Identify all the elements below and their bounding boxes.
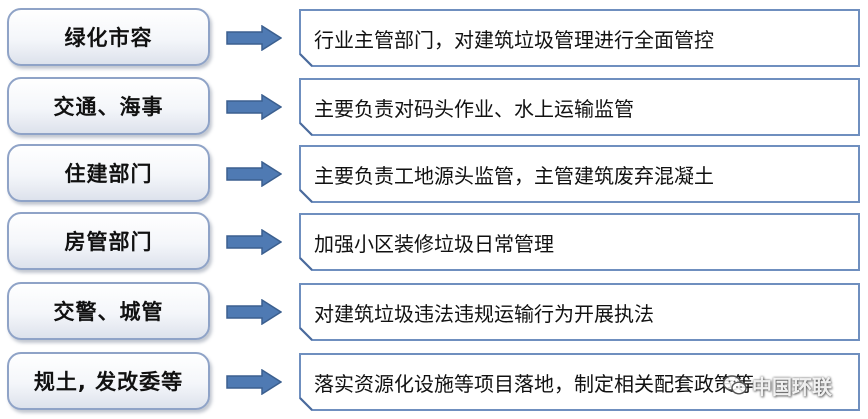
row-1: 绿化市容 行业主管部门，对建筑垃圾管理进行全面管控 <box>0 8 868 68</box>
agency-box: 房管部门 <box>7 212 210 270</box>
right-arrow-icon <box>226 94 282 120</box>
agency-label: 房管部门 <box>64 230 153 254</box>
agency-box: 交警、城管 <box>7 282 210 340</box>
responsibility-box: 对建筑垃圾违法违规运输行为开展执法 <box>298 282 861 342</box>
responsibility-label: 加强小区装修垃圾日常管理 <box>314 231 554 256</box>
agency-label: 绿化市容 <box>64 26 153 50</box>
responsibility-box: 落实资源化设施等项目落地，制定相关配套政策等 <box>298 352 861 412</box>
agency-box: 交通、海事 <box>7 77 210 135</box>
watermark: 中国环联 <box>722 368 860 402</box>
responsibility-label: 主要负责工地源头监管，主管建筑废弃混凝土 <box>314 163 714 188</box>
right-arrow-icon <box>226 161 282 187</box>
responsibility-label: 落实资源化设施等项目落地，制定相关配套政策等 <box>314 371 754 396</box>
agency-label: 住建部门 <box>64 162 153 186</box>
agency-box: 住建部门 <box>7 144 210 202</box>
agency-label: 规土, 发改委等 <box>33 370 184 394</box>
right-arrow-icon <box>226 369 282 395</box>
wechat-logo-icon <box>722 375 747 395</box>
agency-label: 交警、城管 <box>53 300 164 324</box>
watermark-text: 中国环联 <box>752 374 832 399</box>
right-arrow-icon <box>226 25 282 51</box>
row-3: 住建部门 主要负责工地源头监管，主管建筑废弃混凝土 <box>0 144 868 204</box>
responsibility-box: 加强小区装修垃圾日常管理 <box>298 212 861 272</box>
agency-label: 交通、海事 <box>53 95 164 119</box>
row-5: 交警、城管 对建筑垃圾违法违规运输行为开展执法 <box>0 282 868 342</box>
responsibility-box: 主要负责对码头作业、水上运输监管 <box>298 77 861 137</box>
responsibility-box: 主要负责工地源头监管，主管建筑废弃混凝土 <box>298 144 861 204</box>
row-4: 房管部门 加强小区装修垃圾日常管理 <box>0 212 868 272</box>
responsibility-label: 对建筑垃圾违法违规运输行为开展执法 <box>314 301 654 326</box>
responsibility-label: 主要负责对码头作业、水上运输监管 <box>314 96 634 121</box>
right-arrow-icon <box>226 229 282 255</box>
agency-box: 规土, 发改委等 <box>7 352 210 410</box>
responsibility-box: 行业主管部门，对建筑垃圾管理进行全面管控 <box>298 8 861 68</box>
responsibility-label: 行业主管部门，对建筑垃圾管理进行全面管控 <box>314 27 714 52</box>
agency-box: 绿化市容 <box>7 8 210 66</box>
right-arrow-icon <box>226 299 282 325</box>
row-6: 规土, 发改委等 落实资源化设施等项目落地，制定相关配套政策等 <box>0 352 868 412</box>
row-2: 交通、海事 主要负责对码头作业、水上运输监管 <box>0 77 868 137</box>
